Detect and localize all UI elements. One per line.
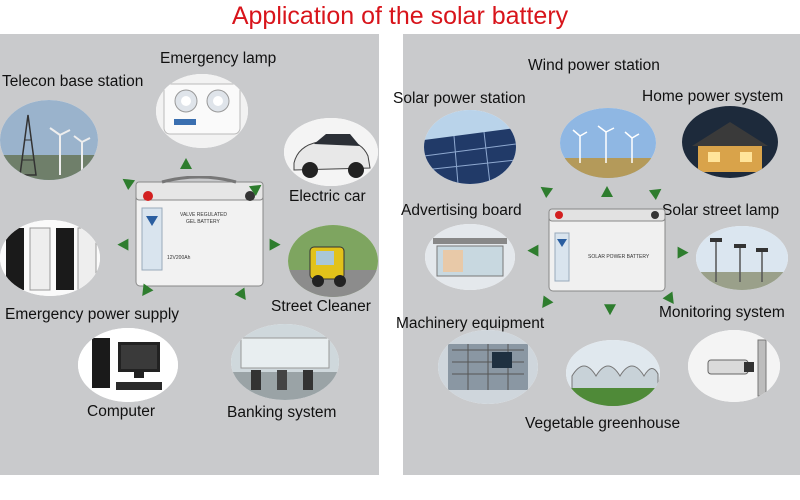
- label-computer: Computer: [87, 403, 156, 420]
- gel-battery-line1: VALVE REGULATED: [180, 212, 227, 218]
- label-advertising: Advertising board: [401, 202, 522, 219]
- label-banking: Banking system: [227, 404, 337, 421]
- arrow-up-icon: [601, 186, 613, 197]
- eps-cabinet-image: [0, 220, 100, 296]
- label-electric-car: Electric car: [289, 188, 366, 205]
- gel-battery: [132, 175, 267, 293]
- label-street-lamp: Solar street lamp: [662, 202, 780, 219]
- label-telecon: Telecon base station: [2, 73, 144, 90]
- label-machinery: Machinery equipment: [396, 315, 545, 332]
- page-title: Application of the solar battery: [231, 2, 569, 30]
- gel-battery-model: 12V200Ah: [167, 255, 191, 261]
- arrow-left-icon: [117, 238, 129, 251]
- gel-battery-line2: GEL BATTERY: [186, 219, 220, 225]
- street-cleaner-image: [288, 225, 378, 297]
- street-lamp-image: [696, 226, 788, 290]
- solar-panel-image: [424, 110, 516, 184]
- arrow-right-icon: [269, 238, 281, 251]
- label-wind: Wind power station: [528, 57, 660, 74]
- telecon-tower-image: [0, 100, 98, 180]
- label-street-cleaner: Street Cleaner: [271, 298, 371, 315]
- label-solar-station: Solar power station: [393, 90, 526, 107]
- computer-image: [78, 328, 178, 402]
- label-emergency-lamp: Emergency lamp: [160, 50, 277, 67]
- arrow-up-icon: [180, 158, 192, 169]
- advertising-board-image: [425, 224, 515, 290]
- emergency-lamp-image: [156, 74, 248, 148]
- wind-farm-image: [560, 108, 656, 178]
- solar-battery-line1: SOLAR POWER BATTERY: [588, 254, 650, 260]
- label-greenhouse: Vegetable greenhouse: [525, 415, 681, 432]
- label-eps: Emergency power supply: [5, 306, 180, 323]
- arrow-left-icon: [527, 244, 539, 257]
- solar-battery: [545, 205, 669, 300]
- monitoring-camera-image: [688, 330, 780, 402]
- label-monitoring: Monitoring system: [659, 304, 785, 321]
- electric-car-image: [284, 118, 378, 186]
- arrow-down-icon: [604, 304, 616, 316]
- banking-image: [231, 324, 339, 400]
- greenhouse-image: [566, 340, 660, 406]
- label-home-power: Home power system: [642, 88, 784, 105]
- machinery-image: [438, 330, 538, 404]
- home-power-image: [682, 106, 778, 178]
- arrow-right-icon: [677, 246, 689, 259]
